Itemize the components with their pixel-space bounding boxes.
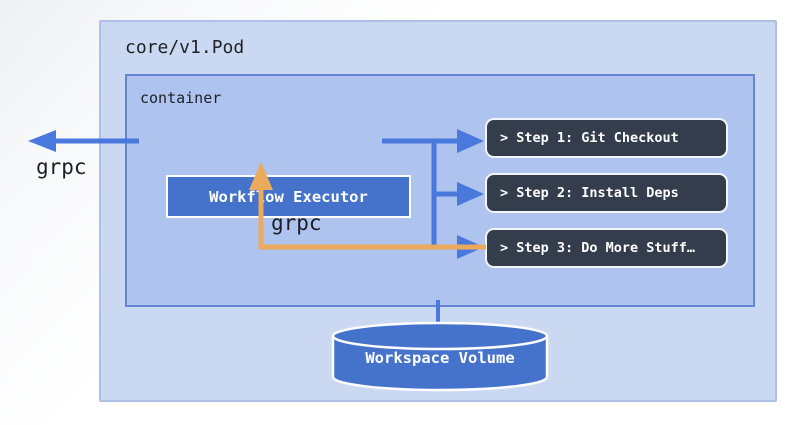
step-2-node: > Step 2: Install Deps [485, 173, 728, 213]
container-title: container [140, 89, 222, 107]
step-1-node: > Step 1: Git Checkout [485, 118, 728, 158]
grpc-out-label: grpc [36, 155, 87, 179]
workspace-volume-label: Workspace Volume [365, 349, 515, 367]
grpc-return-label: grpc [271, 211, 322, 235]
pod-title: core/v1.Pod [125, 37, 245, 58]
step-3-node: > Step 3: Do More Stuff… [485, 228, 728, 268]
